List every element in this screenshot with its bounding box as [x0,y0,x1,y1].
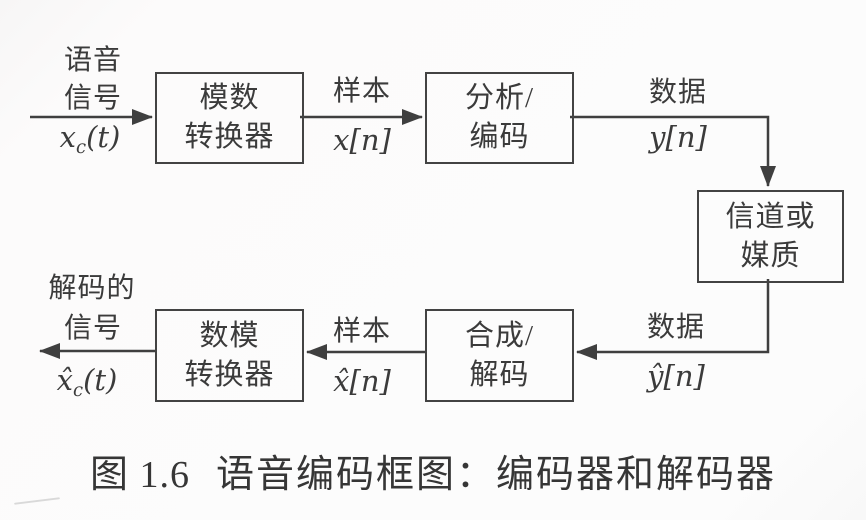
samples-bottom-math-rest: [n] [349,364,391,398]
samples-bottom-label: 样本 [332,316,392,347]
block-channel-medium-line1: 信道或 [725,200,816,233]
input-math-rest: (t) [86,119,121,154]
output-math-sub: c [72,380,84,402]
samples-bottom-math-base: x̂ [333,364,350,398]
figure-caption-number: 图 1.6 [89,454,190,496]
data-top-math-rest: [n] [665,120,707,154]
output-signal-math: x̂c(t) [57,363,118,401]
input-math-base: x [59,119,76,154]
arrow-encoder-to-channel [570,115,776,187]
block-ad-converter-line1: 模数 [199,82,260,114]
block-synthesis-decoder-line2: 解码 [469,358,530,391]
block-analysis-encoder-line2: 编码 [469,121,530,153]
data-bottom-math: ŷ[n] [647,359,705,393]
data-bottom-label: 数据 [646,312,706,343]
data-top-math: y[n] [649,120,707,154]
samples-top-math: x[n] [333,123,391,157]
input-signal-label-line2: 信号 [63,83,123,114]
block-synthesis-decoder: 合成/ 解码 [425,309,574,402]
output-math-base: x̂ [56,362,73,397]
block-analysis-encoder-line1: 分析/ [464,82,535,114]
block-ad-converter-line2: 转换器 [184,121,275,153]
arrow-channel-to-decoder [576,279,770,360]
block-channel-medium-line2: 媒质 [740,239,801,272]
block-channel-medium: 信道或 媒质 [697,190,844,283]
block-da-converter-line2: 转换器 [184,358,275,391]
samples-top-math-base: x [333,123,350,157]
data-top-math-base: y [649,120,666,154]
output-signal-label-line2: 信号 [63,313,123,344]
block-synthesis-decoder-line1: 合成/ [464,319,535,352]
data-bottom-math-base: ŷ [647,359,664,393]
samples-top-math-rest: [n] [349,123,391,157]
block-da-converter-line1: 数模 [199,319,260,352]
samples-top-label: 样本 [332,76,392,107]
data-bottom-math-rest: [n] [663,359,705,393]
figure-caption-title: 语音编码框图：编码器和解码器 [216,454,777,496]
output-math-rest: (t) [83,362,118,397]
data-top-label: 数据 [648,77,708,108]
input-signal-label-line1: 语音 [63,45,123,76]
block-da-converter: 数模 转换器 [155,309,304,402]
input-math-sub: c [75,137,87,159]
output-signal-label-line1: 解码的 [48,273,136,304]
figure-caption: 图 1.6 语音编码框图：编码器和解码器 [0,443,866,498]
block-ad-converter: 模数 转换器 [155,72,304,164]
block-analysis-encoder: 分析/ 编码 [425,72,574,164]
samples-bottom-math: x̂[n] [333,364,391,398]
input-signal-math: xc(t) [60,120,121,158]
